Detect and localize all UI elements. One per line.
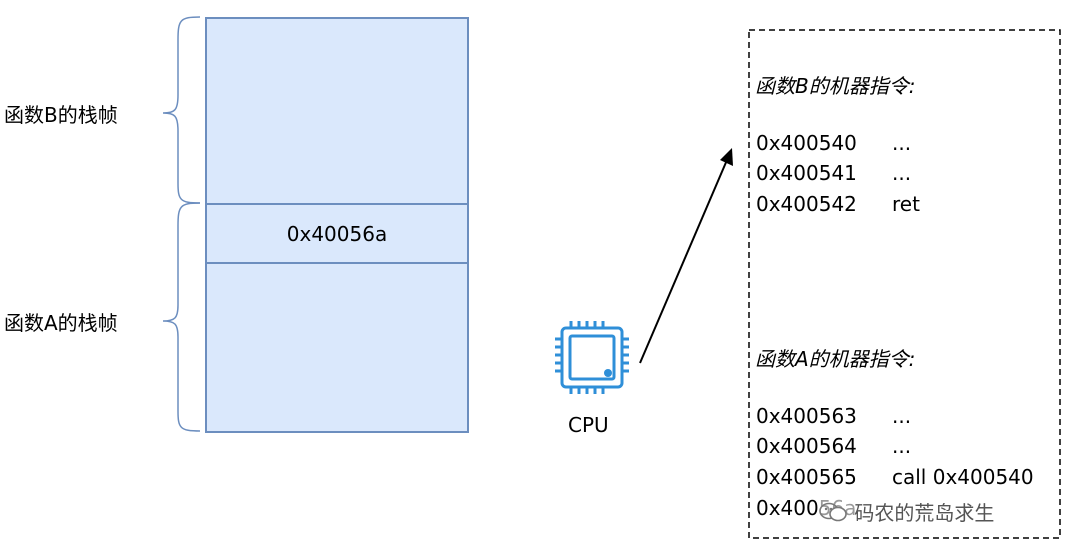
func-a-title: 函数A的机器指令: [755,347,916,371]
frame-b-label: 函数B的栈帧 [4,103,118,127]
instruction-op: call 0x400540 [892,465,1034,489]
stack-frame-b [205,17,469,205]
instruction-address: 0x400541 [756,161,857,185]
frame-a-label: 函数A的栈帧 [4,311,118,335]
instruction-op: ... [892,131,912,155]
brace-frame-b [162,16,201,204]
instruction-row: 0x400565 call 0x400540 [756,465,1034,489]
instruction-op: ... [892,404,912,428]
instruction-address: 0x400564 [756,434,857,458]
instruction-row: 0x400542 ret [756,192,920,216]
watermark-text: 码农的荒岛求生 [854,501,995,525]
brace-frame-a [162,202,201,432]
wechat-icon [819,502,847,522]
instruction-row: 0x400563... [756,404,911,428]
func-b-title: 函数B的机器指令: [755,74,916,98]
cpu-to-memory-arrow [639,159,728,364]
arrow-head [720,148,733,166]
return-address-value: 0x40056a [286,222,388,246]
instruction-address: 0x400542 [756,192,857,216]
watermark: 码农的荒岛求生 [818,497,995,526]
instruction-row: 0x400564... [756,434,911,458]
instruction-address: 0x400540 [756,131,857,155]
cpu-label: CPU [568,413,609,437]
instruction-address: 0x400565 [756,465,857,489]
instruction-op: ... [892,434,912,458]
memory-box [748,29,1061,539]
instruction-address: 0x400563 [756,404,857,428]
instruction-row: 0x400540... [756,131,911,155]
instruction-row: 0x400541... [756,161,911,185]
instruction-op: ... [892,161,912,185]
cpu-chip-icon [555,321,629,394]
return-address-slot: 0x40056a [205,203,469,264]
instruction-op: ret [892,192,920,216]
stack-frame-a [205,262,469,433]
